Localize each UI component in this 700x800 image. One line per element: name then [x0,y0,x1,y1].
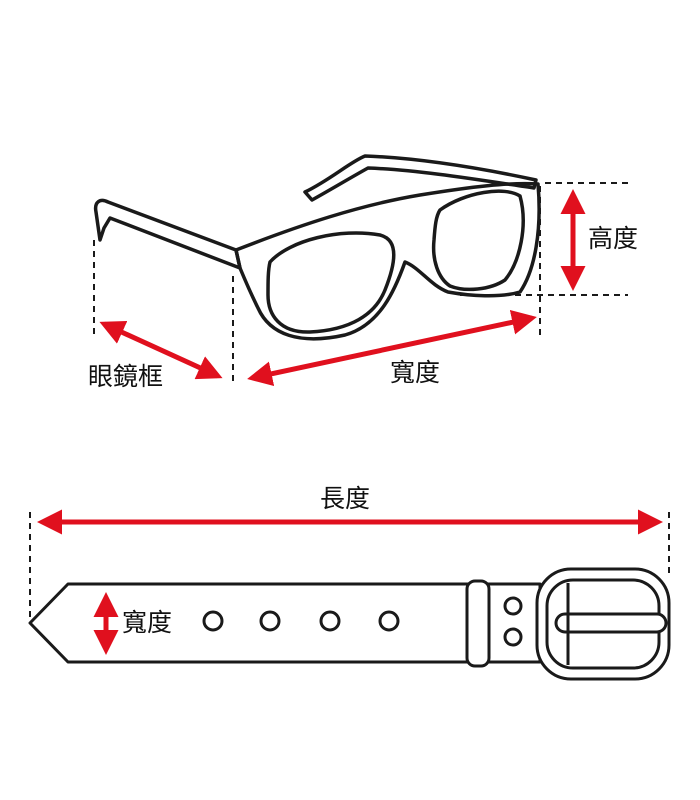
glasses-illustration [93,154,541,341]
belt-hole [319,610,341,632]
glasses-dashed-guides [93,182,628,386]
glasses-width-label: 寬度 [390,358,441,387]
glasses-temple-arm [93,198,242,270]
belt-keeper [465,579,491,668]
glasses-dimension-arrows [99,189,586,387]
belt-length-label: 長度 [320,484,371,513]
belt-hole [378,610,400,632]
frame-width-arrow [247,309,537,387]
belt-illustration [28,567,671,681]
glasses-far-temple [303,154,538,202]
glasses-front-frame [234,181,541,341]
glasses-left-lens [266,231,396,334]
belt-rivet [503,627,523,647]
temple-arrow [99,320,223,380]
belt-hole [259,610,281,632]
glasses-right-lens [431,189,525,292]
belt-buckle-tongue [554,612,668,634]
belt-dimension-arrows [37,509,663,655]
belt-width-label: 寬度 [122,608,173,637]
belt-dashed-guides [29,512,670,618]
belt-hole [202,610,224,632]
belt-rivet [503,596,523,616]
glasses-height-label: 高度 [588,224,639,253]
glasses-temple-label: 眼鏡框 [88,362,164,391]
